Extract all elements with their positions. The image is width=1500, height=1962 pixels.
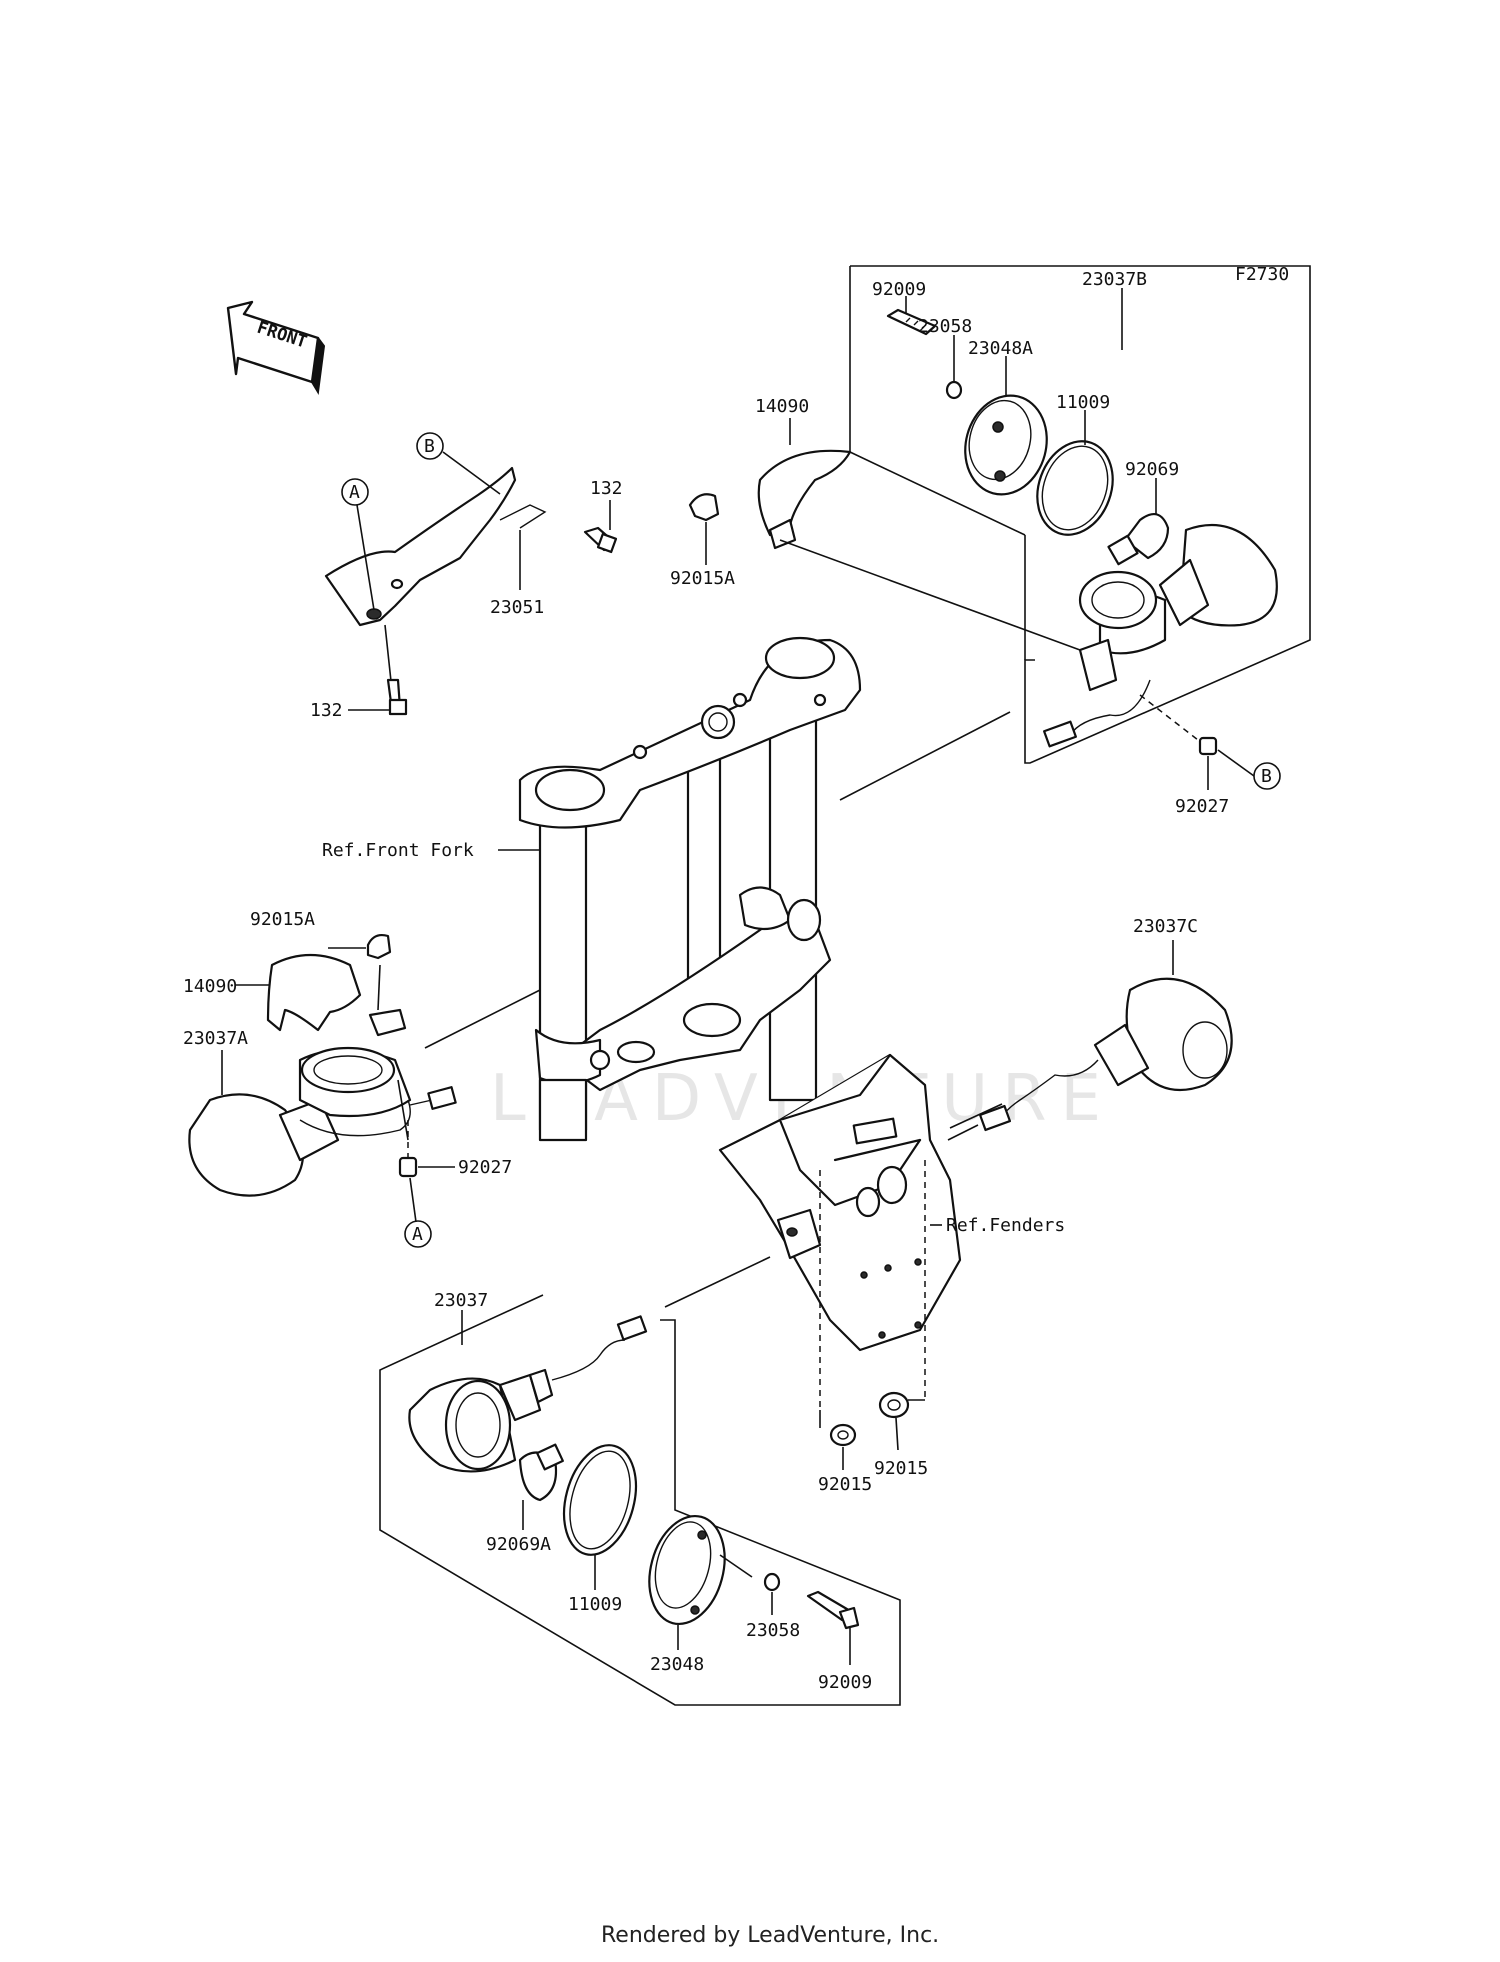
nut-92027-right: [1139, 694, 1255, 790]
front-fork-triple-clamp: [498, 636, 862, 1142]
label-92015A-left: 92015A: [250, 909, 315, 930]
label-132-top: 132: [590, 478, 623, 499]
nut-92027-left: [398, 1120, 455, 1223]
ref-marker-A-bottom: A: [404, 1220, 432, 1248]
ref-marker-B-top: B: [416, 432, 501, 495]
turn-signal-23037B: [1043, 288, 1278, 748]
turn-signal-23037C: [947, 940, 1233, 1141]
svg-text:A: A: [412, 1224, 423, 1245]
svg-text:B: B: [424, 436, 435, 457]
nut-92015A-top: [688, 493, 720, 565]
screw-92009-top: [886, 296, 937, 336]
label-92027-left: 92027: [458, 1157, 512, 1178]
leader-fork-to-23037B: [839, 711, 1011, 801]
ref-marker-B-bottom: B: [1253, 762, 1281, 790]
label-23037: 23037: [434, 1290, 488, 1311]
bolt-132-top: [583, 500, 618, 554]
label-23048A: 23048A: [968, 338, 1033, 359]
leader-fork-to-23037A: [424, 989, 541, 1049]
label-23058-bottom: 23058: [746, 1620, 800, 1641]
ref-marker-A-top: A: [341, 478, 375, 611]
bulb-92069: [1107, 478, 1170, 566]
label-11009-bottom: 11009: [568, 1594, 622, 1615]
label-ref-fenders: Ref.Fenders: [946, 1215, 1065, 1236]
label-14090-top: 14090: [755, 396, 809, 417]
bracket-23051: [324, 466, 547, 627]
label-23051: 23051: [490, 597, 544, 618]
figure-code: F2730: [1235, 264, 1289, 285]
label-92015-b: 92015: [874, 1458, 928, 1479]
label-23048: 23048: [650, 1654, 704, 1675]
bolt-132-left: [348, 624, 408, 716]
svg-text:B: B: [1261, 766, 1272, 787]
group-23037B: [849, 265, 1311, 764]
bulb-92069A: [518, 1443, 564, 1530]
label-92015-a: 92015: [818, 1474, 872, 1495]
label-132-left: 132: [310, 700, 343, 721]
screw-92009-bottom: [806, 1590, 860, 1665]
label-23037B: 23037B: [1082, 269, 1147, 290]
label-14090-left: 14090: [183, 976, 237, 997]
nut-92015-b: [878, 1391, 925, 1451]
footer-credit: Rendered by LeadVenture, Inc.: [601, 1923, 939, 1948]
clamp-14090-left: [236, 953, 407, 1037]
fender-bracket: [718, 1053, 1003, 1410]
label-92069A: 92069A: [486, 1534, 551, 1555]
svg-text:A: A: [349, 482, 360, 503]
label-92009-bottom: 92009: [818, 1672, 872, 1693]
nut-92015A-left: [328, 933, 392, 960]
front-arrow-icon: FRONT: [226, 300, 326, 395]
washer-23058-bottom: [763, 1572, 781, 1615]
label-23037A: 23037A: [183, 1028, 248, 1049]
label-23037C: 23037C: [1133, 916, 1198, 937]
turn-signal-23037: [408, 1310, 648, 1473]
o-ring-11009-bottom: [563, 1444, 637, 1590]
clamp-14090-top: [757, 418, 1081, 651]
lens-23048A: [964, 356, 1048, 496]
turn-signal-23037A: [188, 1046, 457, 1197]
label-92015A-top: 92015A: [670, 568, 735, 589]
group-23037: [379, 1256, 901, 1706]
label-92027-right: 92027: [1175, 796, 1229, 817]
label-92069: 92069: [1125, 459, 1179, 480]
lens-23048: [648, 1514, 753, 1650]
label-ref-front-fork: Ref.Front Fork: [322, 840, 474, 861]
washer-23058-top: [945, 335, 963, 400]
label-23058-top: 23058: [918, 316, 972, 337]
o-ring-11009-top: [1036, 410, 1114, 536]
label-11009-top: 11009: [1056, 392, 1110, 413]
label-92009-top: 92009: [872, 279, 926, 300]
nut-92015-a: [819, 1410, 857, 1470]
